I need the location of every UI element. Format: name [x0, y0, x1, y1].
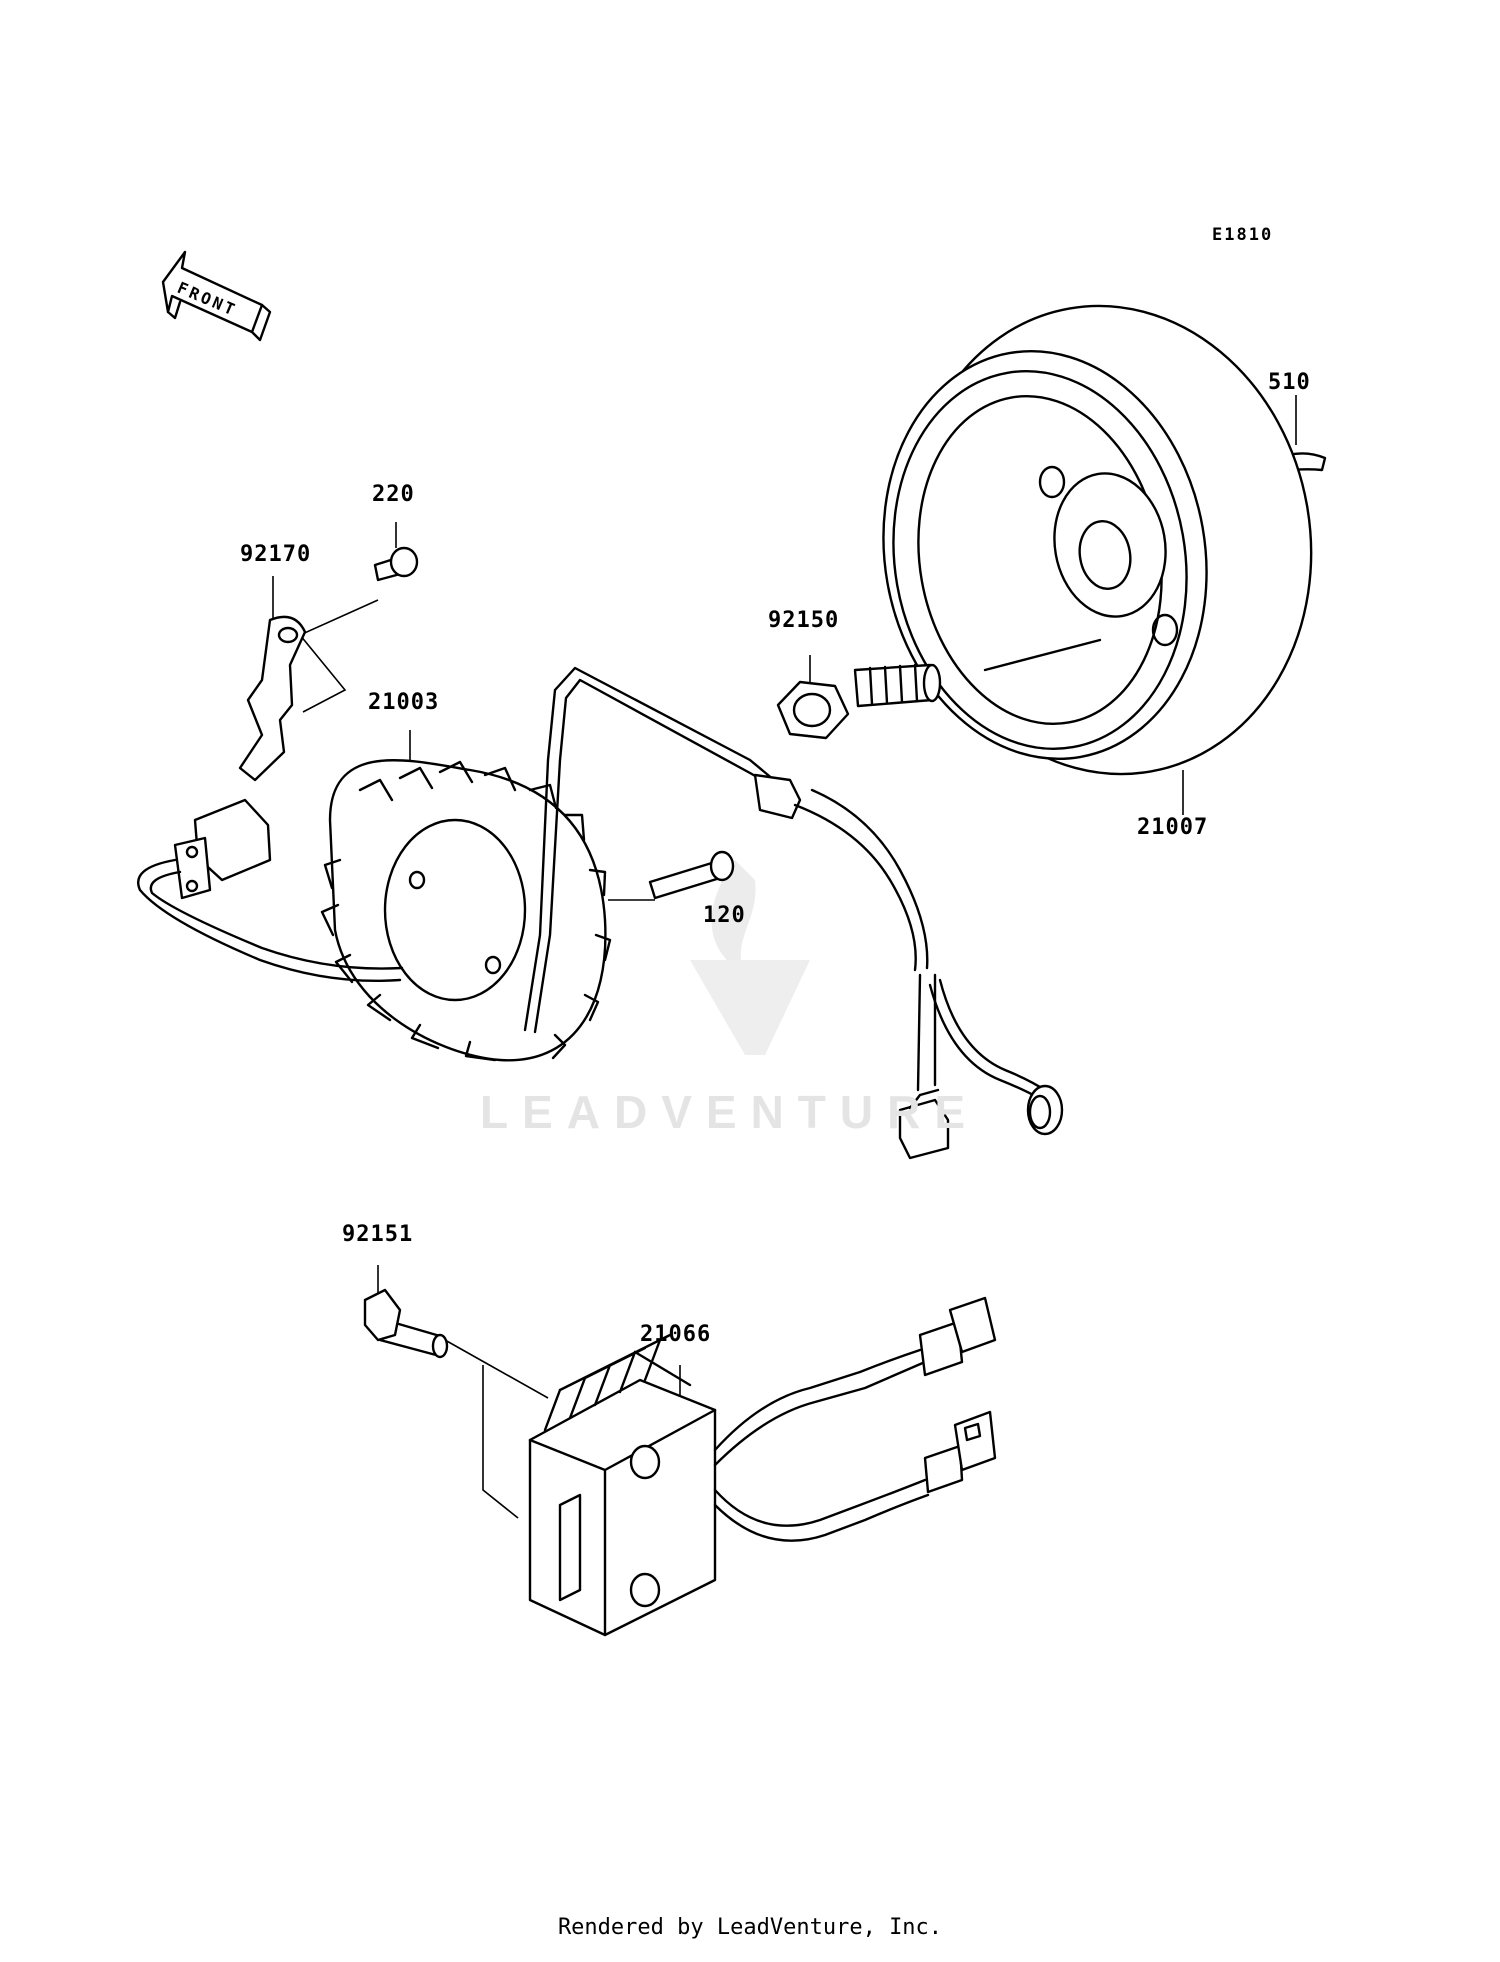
watermark-logo: [690, 860, 810, 1055]
watermark-text: LEADVENTURE: [480, 1086, 980, 1138]
part-92170-bracket: [238, 615, 307, 782]
part-number-510[interactable]: 510: [1268, 370, 1311, 395]
part-number-92150[interactable]: 92150: [768, 608, 840, 633]
part-number-21007[interactable]: 21007: [1137, 815, 1209, 840]
part-21007-flywheel: [882, 304, 1313, 776]
part-92150-bolt: [776, 663, 942, 740]
part-220-screw: [373, 546, 419, 582]
part-120-screw: [648, 850, 735, 900]
part-92151-bolt: [363, 1288, 449, 1359]
diagram-code: E1810: [1212, 225, 1274, 245]
part-21066-regulator: [528, 1296, 997, 1637]
part-number-21003[interactable]: 21003: [368, 690, 440, 715]
render-credit: Rendered by LeadVenture, Inc.: [557, 1915, 943, 1940]
part-21003-stator: [320, 666, 782, 1062]
part-number-220[interactable]: 220: [372, 482, 415, 507]
pickup-sensor-wiring: [137, 798, 404, 983]
part-number-120[interactable]: 120: [703, 903, 746, 928]
leader-lines: [272, 395, 1297, 1519]
front-arrow-icon: [161, 250, 272, 342]
part-number-21066[interactable]: 21066: [640, 1322, 712, 1347]
part-number-92170[interactable]: 92170: [240, 542, 312, 567]
part-number-92151[interactable]: 92151: [342, 1222, 414, 1247]
stator-harness: [753, 773, 1064, 1160]
